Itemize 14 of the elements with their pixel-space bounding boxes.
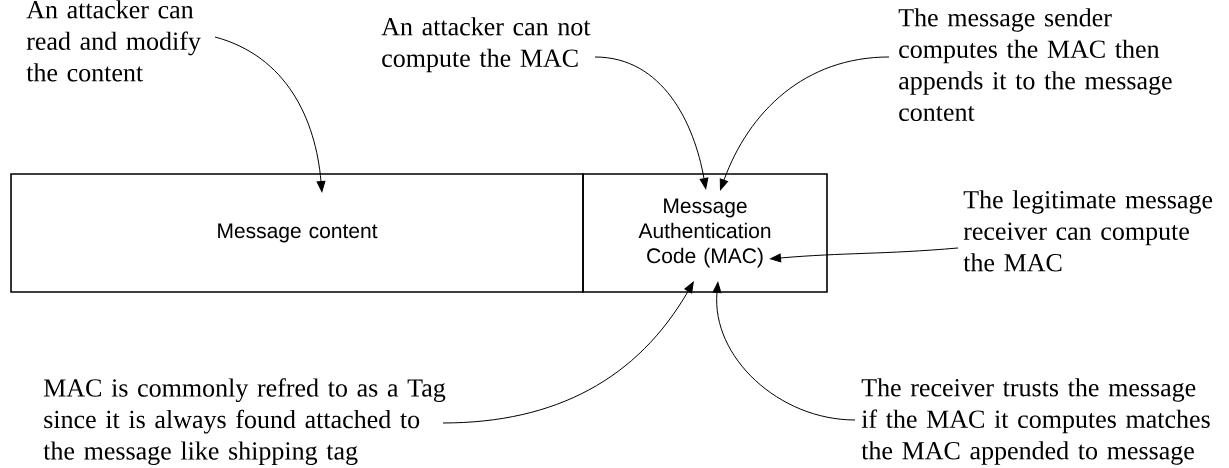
leader-arrow [214, 36, 326, 193]
leader-arrow [712, 281, 856, 421]
annotation-text: An attacker can not compute the MAC [381, 17, 591, 73]
annotation-text: An attacker can read and modify the content [26, 0, 201, 82]
leader-arrow [719, 56, 890, 191]
leader-arrow [442, 281, 694, 424]
annotation-text: The message sender computes the MAC then appends it to the message content [898, 8, 1172, 121]
leader-arrow [594, 56, 709, 190]
annotation-text: The legitimate message receiver can compute the MAC [963, 190, 1213, 272]
annotation-text: MAC is commonly refred to as a Tag since it is always found attached to the message like shipping tag [43, 378, 446, 466]
mac-box: Message Authentication Code (MAC) [582, 173, 828, 293]
annotation-text: The receiver trusts the message if the MAC it computes matches the MAC appended to message [861, 378, 1210, 465]
message-content-box: Message content [10, 173, 584, 293]
leader-arrow [769, 247, 959, 263]
